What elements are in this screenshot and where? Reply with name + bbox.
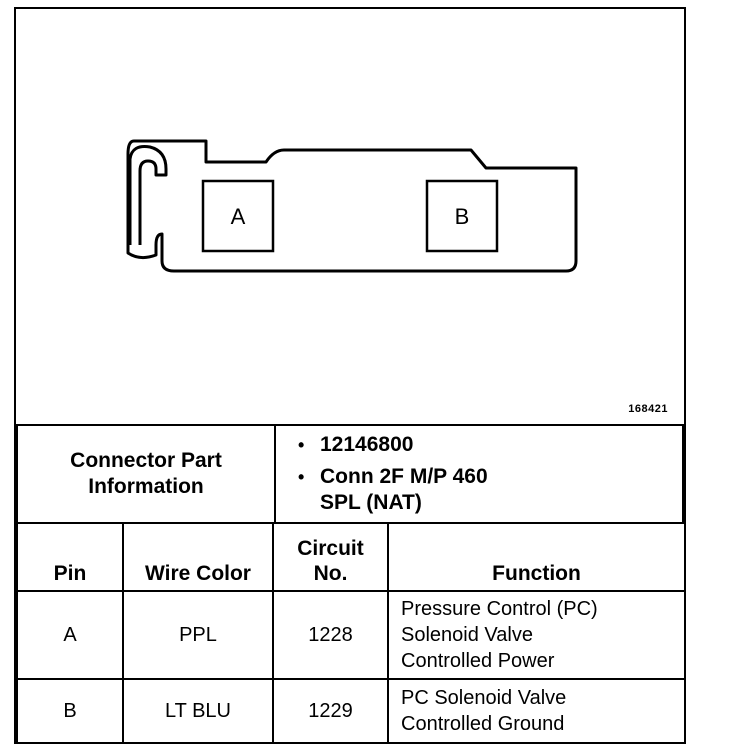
cavity-b-box	[425, 179, 499, 253]
cell-pin: A	[16, 590, 124, 680]
header-circuit-line1: Circuit	[297, 537, 364, 560]
figure-id: 168421	[628, 403, 668, 415]
connector-diagram: A B 168421	[16, 9, 684, 424]
connector-outline-icon: A B	[126, 139, 578, 273]
pin-table: Pin Wire Color Circuit No. Function A PP…	[16, 522, 686, 744]
header-pin: Pin	[16, 522, 124, 592]
cell-circuit: 1229	[272, 678, 389, 744]
part-description: Conn 2F M/P 460 SPL (NAT)	[298, 464, 682, 516]
cell-function: Pressure Control (PC) Solenoid Valve Con…	[387, 590, 686, 680]
part-number: 12146800	[298, 432, 682, 458]
header-function: Function	[387, 522, 686, 592]
table-row: A PPL 1228 Pressure Control (PC) Solenoi…	[16, 590, 686, 680]
cell-wire-color: LT BLU	[122, 678, 274, 744]
header-circuit-line2: No.	[313, 562, 348, 585]
connector-frame: A B 168421 Connector Part Information 12…	[14, 7, 686, 744]
part-description-line2: SPL (NAT)	[320, 491, 422, 514]
connector-info-table: Connector Part Information 12146800 Conn…	[16, 424, 684, 524]
cavity-a-label: A	[231, 204, 246, 229]
connector-part-label-line2: Information	[88, 475, 204, 498]
header-wire-color: Wire Color	[122, 522, 274, 592]
function-line: Controlled Power	[401, 650, 555, 672]
cavity-b-label: B	[455, 204, 470, 229]
table-row: B LT BLU 1229 PC Solenoid Valve Controll…	[16, 678, 686, 744]
connector-part-label-line1: Connector Part	[70, 449, 222, 472]
function-line: Controlled Ground	[401, 713, 565, 735]
part-description-line1: Conn 2F M/P 460	[320, 465, 488, 488]
cell-circuit: 1228	[272, 590, 389, 680]
cell-wire-color: PPL	[122, 590, 274, 680]
function-line: Pressure Control (PC)	[401, 598, 598, 620]
header-circuit: Circuit No.	[272, 522, 389, 592]
function-line: Solenoid Valve	[401, 624, 533, 646]
function-line: PC Solenoid Valve	[401, 687, 567, 709]
connector-part-list: 12146800 Conn 2F M/P 460 SPL (NAT)	[274, 424, 684, 524]
cavity-a-box	[201, 179, 275, 253]
cell-function: PC Solenoid Valve Controlled Ground	[387, 678, 686, 744]
connector-part-label: Connector Part Information	[16, 424, 276, 524]
cell-pin: B	[16, 678, 124, 744]
